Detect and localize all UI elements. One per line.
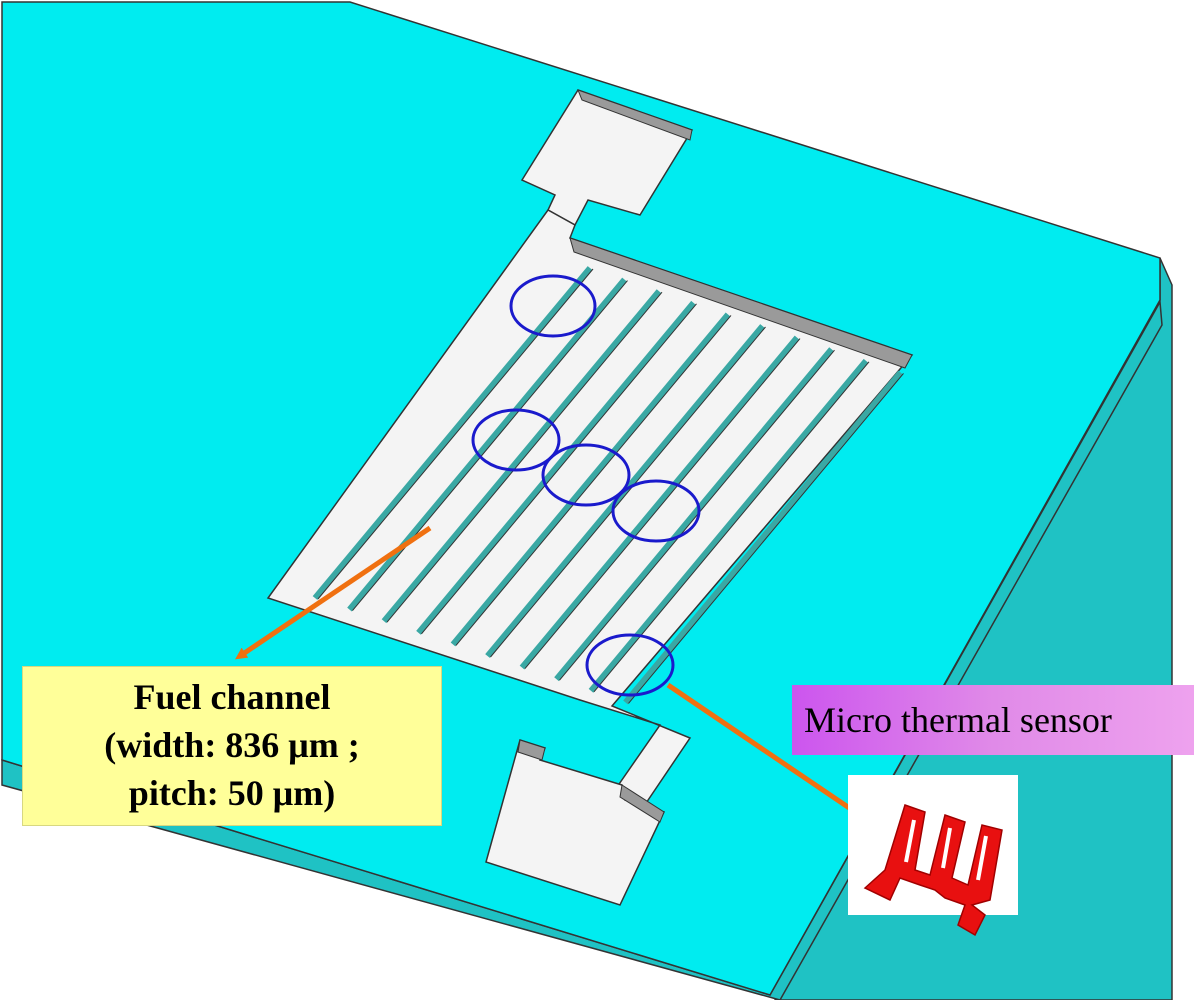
highlight-circle (611, 479, 701, 543)
top-pad (520, 89, 694, 227)
channel-ridge-edge (559, 349, 835, 681)
highlight-circles (471, 274, 701, 697)
channel-cavity (266, 209, 914, 813)
channel-ridge (450, 312, 731, 647)
channel-ridge (623, 370, 903, 705)
channel-ridge-edge (524, 338, 801, 669)
fuel-channel-title: Fuel channel (133, 677, 331, 717)
channel-ridge-edge (628, 373, 904, 704)
channel-ridge (519, 335, 800, 670)
highlight-circle (509, 274, 597, 338)
channel-ridge-edge (317, 268, 594, 600)
serpentine-sensor-icon (848, 775, 1018, 937)
channel-ridge-edge (386, 291, 663, 623)
highlight-circle (471, 408, 561, 472)
cavity-floor (266, 209, 914, 813)
channel-ridge-edge (421, 303, 697, 635)
channel-ridge (416, 300, 696, 635)
channel-ridge-edge (490, 326, 766, 658)
channel-ridge-edge (352, 280, 628, 611)
fuel-channel-pitch: pitch: 50 μm) (128, 773, 336, 813)
highlight-circle (585, 633, 675, 697)
bottom-pad (485, 739, 666, 906)
channel-ridge (312, 266, 593, 600)
fuel-channel-label: Fuel channel (width: 836 μm ; pitch: 50 … (22, 666, 442, 826)
micro-thermal-sensor-label: Micro thermal sensor (792, 685, 1194, 755)
highlight-circle (541, 443, 631, 507)
sensor-arrow-icon (666, 682, 875, 826)
channel-ridge (554, 347, 834, 682)
fuel-channel-width: (width: 836 μm ; (104, 725, 360, 765)
channel-ridge (347, 277, 627, 612)
channel-ridge-edge (455, 315, 732, 646)
channel-ridge (381, 289, 662, 624)
fuel-channel-arrow-icon (235, 525, 432, 660)
